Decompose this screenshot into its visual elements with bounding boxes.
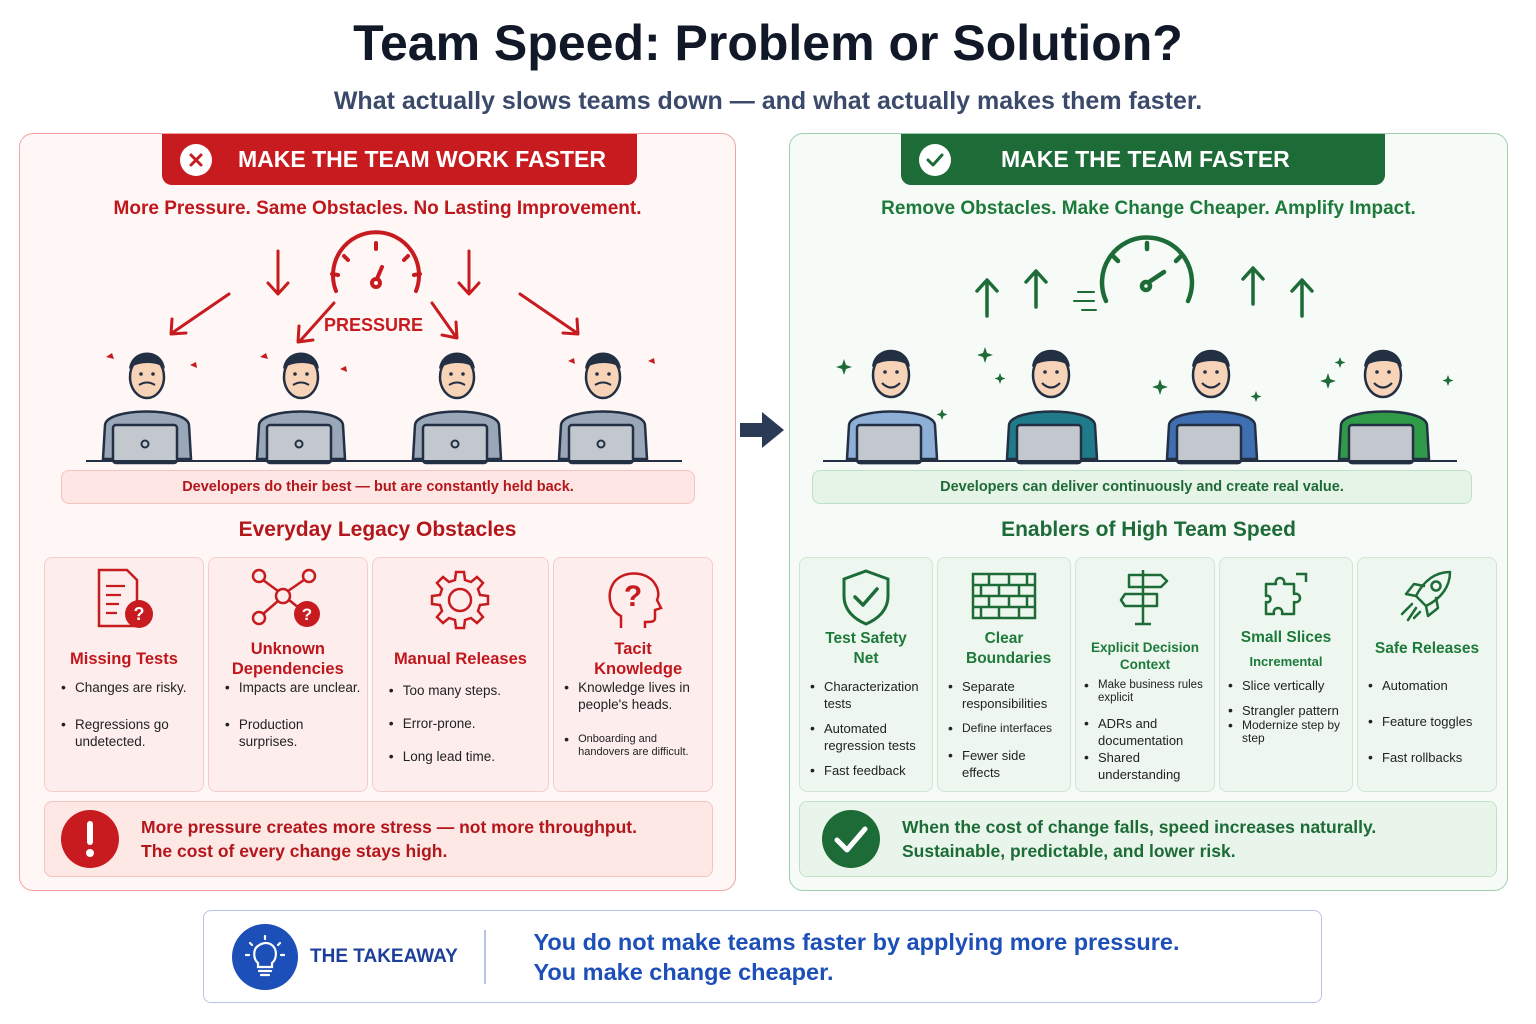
solution-panel: MAKE THE TEAM FASTER Remove Obstacles. M…: [789, 133, 1508, 891]
card-bullet: Impacts are unclear.: [225, 679, 363, 696]
speed-illustration: [790, 229, 1507, 469]
brick-wall-icon: [971, 568, 1037, 625]
problem-banner-text: MAKE THE TEAM WORK FASTER: [238, 146, 606, 172]
card-subtitle: Incremental: [1249, 654, 1323, 669]
card-bullet: Fewer side effects: [948, 747, 1066, 781]
card-title: Small Slices: [1240, 629, 1332, 646]
speed-gauge-icon: [1073, 235, 1195, 311]
card-title: Explicit Decision Context: [1090, 640, 1200, 672]
enabler-card-safe-releases: Safe Releases Automation Feature toggles…: [1357, 557, 1497, 792]
takeaway-line: You make change cheaper.: [533, 958, 834, 985]
conclusion-line: More pressure creates more stress — not …: [141, 817, 637, 837]
enabler-cards: Test Safety Net Characterization tests A…: [799, 557, 1497, 792]
pressure-illustration: PRESSURE: [20, 229, 735, 469]
problem-panel: MAKE THE TEAM WORK FASTER More Pressure.…: [19, 133, 736, 891]
page-subtitle: What actually slows teams down — and wha…: [333, 87, 1203, 115]
solution-tagline: Remove Obstacles. Make Change Cheaper. A…: [881, 198, 1416, 219]
pressure-gauge-icon: [330, 230, 422, 293]
card-bullet: Fast rollbacks: [1368, 749, 1492, 766]
problem-conclusion: More pressure creates more stress — not …: [44, 801, 713, 877]
card-bullet: Strangler pattern: [1228, 702, 1348, 719]
card-title: Safe Releases: [1374, 640, 1480, 657]
solution-banner-text: MAKE THE TEAM FASTER: [1001, 146, 1290, 172]
check-icon: [822, 810, 880, 868]
arrow-right-icon: [738, 410, 788, 455]
card-bullet: Onboarding and handovers are difficult.: [564, 733, 708, 759]
card-bullet: Characterization tests: [810, 678, 928, 712]
shield-check-icon: [840, 568, 892, 631]
conclusion-line: When the cost of change falls, speed inc…: [902, 817, 1377, 837]
card-title: Unknown Dependencies: [231, 640, 344, 678]
card-bullet: ADRs and documentation: [1084, 715, 1210, 749]
conclusion-line: Sustainable, predictable, and lower risk…: [902, 841, 1236, 861]
x-circle-icon: [180, 143, 212, 176]
sparkle-icons: [836, 347, 1454, 420]
head-question-icon: ?: [601, 568, 665, 637]
svg-text:?: ?: [302, 605, 312, 624]
enabler-card-explicit-decision-context: Explicit Decision Context Make business …: [1075, 557, 1215, 792]
card-bullet: Shared understanding: [1084, 749, 1210, 783]
card-bullet: Feature toggles: [1368, 713, 1492, 730]
exclamation-icon: [61, 810, 119, 868]
gear-icon: [428, 568, 492, 637]
card-title: Manual Releases: [393, 650, 527, 668]
problem-tagline: More Pressure. Same Obstacles. No Lastin…: [113, 198, 642, 219]
card-bullet: Make business rules explicit: [1084, 679, 1210, 705]
enablers-heading: Enablers of High Team Speed: [1001, 518, 1296, 541]
card-bullet: Too many steps.: [389, 682, 544, 699]
obstacles-heading: Everyday Legacy Obstacles: [238, 518, 517, 541]
enabler-card-clear-boundaries: Clear Boundaries Separate responsibiliti…: [937, 557, 1071, 792]
takeaway-divider: [484, 929, 486, 984]
svg-text:?: ?: [133, 604, 144, 624]
solution-conclusion: When the cost of change falls, speed inc…: [799, 801, 1497, 877]
obstacle-card-manual-releases: Manual Releases Too many steps. Error-pr…: [371, 557, 550, 792]
card-bullet: Regressions go undetected.: [61, 716, 199, 750]
card-bullet: Long lead time.: [389, 748, 544, 765]
takeaway-box: THE TAKEAWAY You do not make teams faste…: [203, 910, 1322, 1003]
signpost-icon: [1119, 568, 1171, 631]
puzzle-icon: [1260, 568, 1312, 625]
card-bullet: Fast feedback: [810, 762, 928, 779]
takeaway-label: THE TAKEAWAY: [310, 945, 458, 967]
card-bullet: Production surprises.: [225, 716, 363, 750]
card-bullet: Define interfaces: [948, 722, 1066, 736]
enabler-card-test-safety-net: Test Safety Net Characterization tests A…: [799, 557, 933, 792]
check-circle-icon: [919, 143, 951, 176]
card-bullet: Error-prone.: [389, 715, 544, 732]
laptops-front: [855, 423, 1415, 465]
up-arrow-icons: [975, 266, 1314, 318]
card-title: Missing Tests: [69, 650, 178, 668]
card-bullet: Automated regression tests: [810, 720, 928, 754]
card-bullet: Knowledge lives in people's heads.: [564, 679, 708, 713]
card-bullet: Changes are risky.: [61, 679, 199, 696]
solution-banner: MAKE THE TEAM FASTER: [901, 134, 1385, 185]
obstacle-cards: ? Missing Tests Changes are risky. Regre…: [44, 557, 713, 792]
card-title: Tacit Knowledge: [594, 640, 683, 678]
document-question-icon: ?: [91, 568, 157, 637]
down-arrow-icons: [169, 249, 580, 344]
problem-banner: MAKE THE TEAM WORK FASTER: [162, 134, 637, 185]
network-question-icon: ?: [251, 568, 325, 635]
card-bullet: Slice vertically: [1228, 677, 1348, 694]
solution-strip: Developers can deliver continuously and …: [812, 470, 1472, 504]
card-bullet: Separate responsibilities: [948, 678, 1066, 712]
rocket-icon: [1398, 568, 1456, 631]
svg-text:?: ?: [624, 580, 642, 613]
enabler-card-small-slices: Small Slices Incremental Slice verticall…: [1219, 557, 1353, 792]
card-title: Test Safety Net: [825, 630, 907, 667]
page-title: Team Speed: Problem or Solution?: [353, 15, 1183, 71]
card-bullet: Automation: [1368, 677, 1492, 694]
conclusion-line: The cost of every change stays high.: [141, 841, 448, 861]
lightbulb-icon: [232, 923, 298, 990]
obstacle-card-missing-tests: ? Missing Tests Changes are risky. Regre…: [44, 557, 204, 792]
pressure-label: PRESSURE: [324, 315, 424, 335]
card-title: Clear Boundaries: [966, 630, 1052, 667]
takeaway-line: You do not make teams faster by applying…: [533, 928, 1180, 955]
obstacle-card-unknown-dependencies: ? Unknown Dependencies Impacts are uncle…: [207, 557, 368, 792]
card-bullet: Modernize step by step: [1228, 719, 1348, 745]
obstacle-card-tacit-knowledge: ? Tacit Knowledge Knowledge lives in peo…: [553, 557, 713, 792]
problem-strip: Developers do their best — but are const…: [61, 470, 695, 504]
